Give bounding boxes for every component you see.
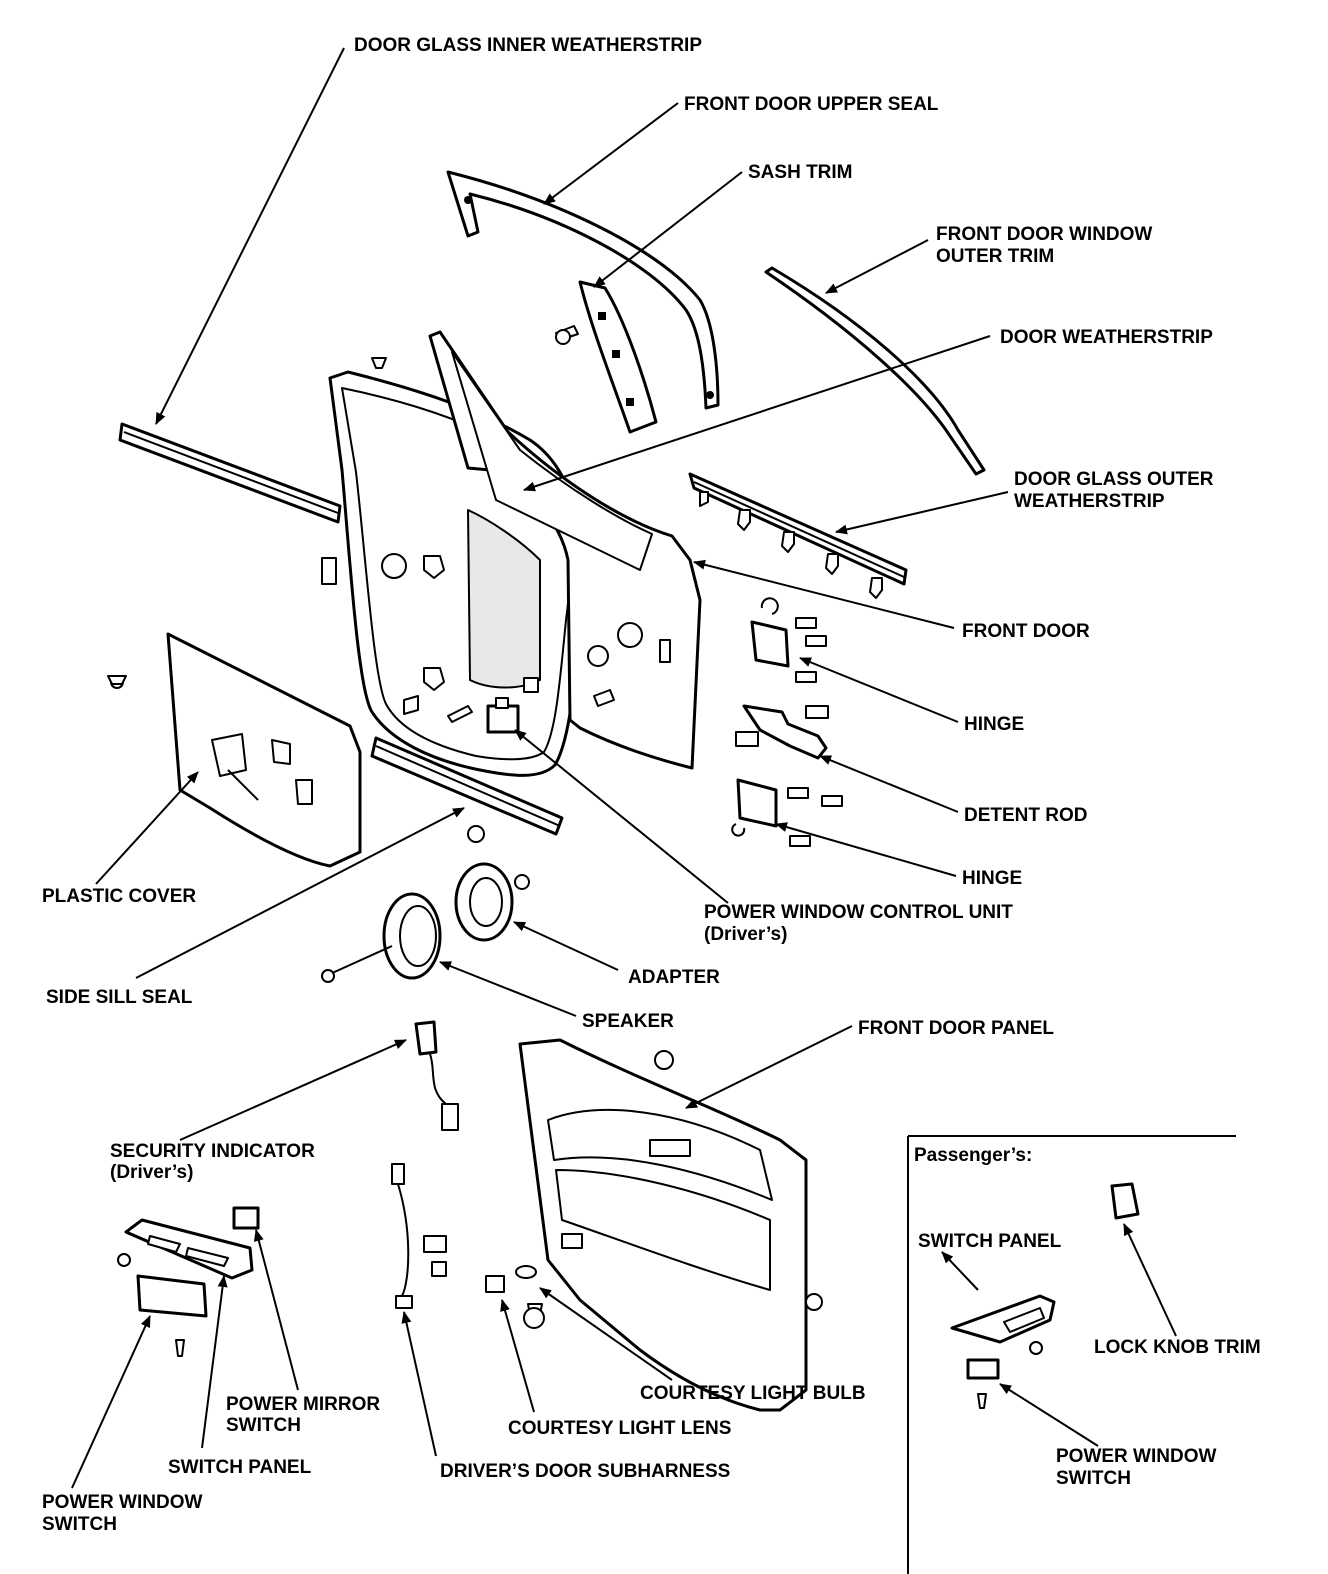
plastic-cover-part xyxy=(107,632,362,868)
label-front-door: FRONT DOOR xyxy=(962,621,1090,642)
clip-parts xyxy=(321,357,615,723)
power-window-control-unit-part xyxy=(486,697,520,734)
label-power-window-switch-passenger-line2: SWITCH xyxy=(1056,1468,1131,1489)
front-door-window-outer-trim-part xyxy=(764,266,986,476)
front-door-part xyxy=(428,330,702,770)
label-detent-rod: DETENT ROD xyxy=(964,805,1088,826)
label-switch-panel-driver: SWITCH PANEL xyxy=(168,1457,312,1478)
label-courtesy-light-bulb: COURTESY LIGHT BULB xyxy=(640,1383,866,1404)
label-security-indicator-line1: SECURITY INDICATOR xyxy=(110,1141,315,1162)
label-front-door-window-outer-trim-line2: OUTER TRIM xyxy=(936,246,1054,267)
front-door-panel-part xyxy=(518,1038,823,1412)
door-glass-outer-weatherstrip-part xyxy=(688,472,908,599)
label-hinge-upper: HINGE xyxy=(964,714,1024,735)
power-mirror-switch-part xyxy=(232,1206,260,1230)
label-speaker: SPEAKER xyxy=(582,1011,674,1032)
label-power-window-control-unit-line1: POWER WINDOW CONTROL UNIT xyxy=(704,902,1013,923)
label-side-sill-seal: SIDE SILL SEAL xyxy=(46,987,193,1008)
label-switch-panel-passenger: SWITCH PANEL xyxy=(918,1231,1062,1252)
passenger-switch-panel-part xyxy=(950,1294,1056,1355)
passenger-power-window-switch-part xyxy=(966,1358,1000,1409)
door-glass-inner-weatherstrip-part xyxy=(118,422,342,524)
drivers-door-subharness-part xyxy=(391,1163,447,1309)
passenger-section-frame xyxy=(907,1135,1236,1574)
label-power-mirror-switch-line1: POWER MIRROR xyxy=(226,1394,380,1415)
label-door-glass-inner-weatherstrip: DOOR GLASS INNER WEATHERSTRIP xyxy=(354,35,702,56)
label-power-window-switch-driver-line2: SWITCH xyxy=(42,1514,117,1535)
label-passengers-heading: Passenger’s: xyxy=(914,1145,1032,1166)
adapter-part xyxy=(454,862,530,942)
speaker-part xyxy=(321,892,442,983)
security-indicator-part xyxy=(414,1020,459,1131)
detent-rod-part xyxy=(735,704,829,760)
lock-knob-trim-part xyxy=(1110,1182,1140,1220)
label-door-glass-outer-weatherstrip-line1: DOOR GLASS OUTER xyxy=(1014,469,1214,490)
label-plastic-cover: PLASTIC COVER xyxy=(42,886,196,907)
label-courtesy-light-lens: COURTESY LIGHT LENS xyxy=(508,1418,731,1439)
driver-switch-panel-part xyxy=(124,1218,254,1280)
label-door-weatherstrip: DOOR WEATHERSTRIP xyxy=(1000,327,1213,348)
label-front-door-upper-seal: FRONT DOOR UPPER SEAL xyxy=(684,94,939,115)
leader-lines xyxy=(71,47,1177,1489)
hinge-lower-part xyxy=(731,778,843,847)
label-security-indicator-line2: (Driver’s) xyxy=(110,1162,193,1183)
label-power-window-switch-driver-line1: POWER WINDOW xyxy=(42,1492,202,1513)
label-power-mirror-switch-line2: SWITCH xyxy=(226,1415,301,1436)
label-hinge-lower: HINGE xyxy=(962,868,1022,889)
sash-trim-part xyxy=(555,280,658,434)
label-front-door-window-outer-trim-line1: FRONT DOOR WINDOW xyxy=(936,224,1152,245)
label-front-door-panel: FRONT DOOR PANEL xyxy=(858,1018,1054,1039)
front-door-upper-seal-part xyxy=(446,170,720,410)
side-sill-seal-part xyxy=(370,736,564,843)
label-lock-knob-trim: LOCK KNOB TRIM xyxy=(1094,1337,1261,1358)
label-sash-trim: SASH TRIM xyxy=(748,162,853,183)
label-power-window-switch-passenger-line1: POWER WINDOW xyxy=(1056,1446,1216,1467)
courtesy-light-part xyxy=(485,1265,545,1329)
hinge-upper-part xyxy=(750,597,827,683)
label-power-window-control-unit-line2: (Driver’s) xyxy=(704,924,787,945)
label-door-glass-outer-weatherstrip-line2: WEATHERSTRIP xyxy=(1014,491,1165,512)
driver-power-window-switch-part xyxy=(117,1253,208,1357)
label-drivers-door-subharness: DRIVER’S DOOR SUBHARNESS xyxy=(440,1461,730,1482)
label-adapter: ADAPTER xyxy=(628,967,720,988)
